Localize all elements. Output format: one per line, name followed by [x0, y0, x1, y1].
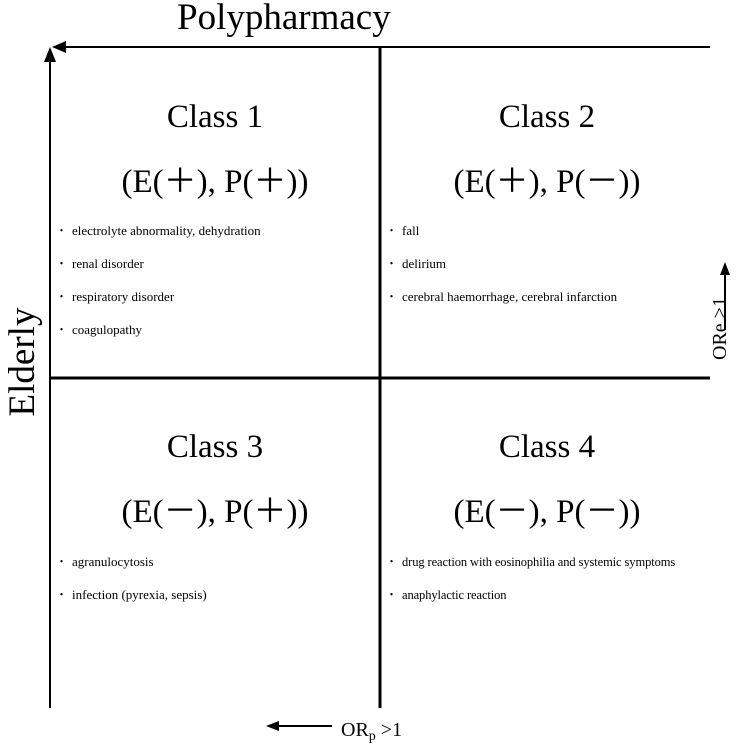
- class-3-code: (E(－), P(＋)): [121, 494, 309, 530]
- polypharmacy-axis-arrowhead: [52, 41, 66, 53]
- orp-arrow-head: [266, 721, 279, 731]
- ore-indicator-label: ORe >1: [709, 297, 731, 360]
- list-item: cerebral haemorrhage, cerebral infarctio…: [386, 289, 617, 322]
- class-4-code: (E(－), P(－)): [453, 494, 641, 530]
- list-item: infection (pyrexia, sepsis): [56, 587, 207, 620]
- orp-label-subscript: p: [368, 729, 376, 744]
- class-2-code: (E(＋), P(－)): [453, 164, 641, 200]
- list-item: coagulopathy: [56, 322, 261, 355]
- orp-label-text: OR: [341, 719, 369, 741]
- orp-indicator-label: ORp >1: [341, 718, 402, 749]
- list-item: drug reaction with eosinophilia and syst…: [386, 554, 675, 587]
- elderly-axis-label: Elderly: [2, 307, 43, 417]
- class-1-list: electrolyte abnormality, dehydration ren…: [56, 223, 261, 355]
- list-item: agranulocytosis: [56, 554, 207, 587]
- class-1-title: Class 1: [166, 99, 264, 135]
- list-item: fall: [386, 223, 617, 256]
- list-item: anaphylactic reaction: [386, 587, 675, 620]
- class-4-title: Class 4: [498, 429, 596, 465]
- list-item: respiratory disorder: [56, 289, 261, 322]
- diagram-title: Polypharmacy: [177, 0, 391, 38]
- class-2-list: fall delirium cerebral haemorrhage, cere…: [386, 223, 617, 322]
- class-3-title: Class 3: [166, 429, 264, 465]
- class-3-list: agranulocytosis infection (pyrexia, seps…: [56, 554, 207, 620]
- class-1-code: (E(＋), P(＋)): [121, 164, 309, 200]
- list-item: delirium: [386, 256, 617, 289]
- class-2-title: Class 2: [498, 99, 596, 135]
- list-item: renal disorder: [56, 256, 261, 289]
- list-item: electrolyte abnormality, dehydration: [56, 223, 261, 256]
- orp-label-suffix: >1: [375, 719, 403, 741]
- class-4-list: drug reaction with eosinophilia and syst…: [386, 554, 675, 620]
- ore-arrow-head: [720, 262, 730, 275]
- elderly-axis-arrowhead: [44, 47, 56, 62]
